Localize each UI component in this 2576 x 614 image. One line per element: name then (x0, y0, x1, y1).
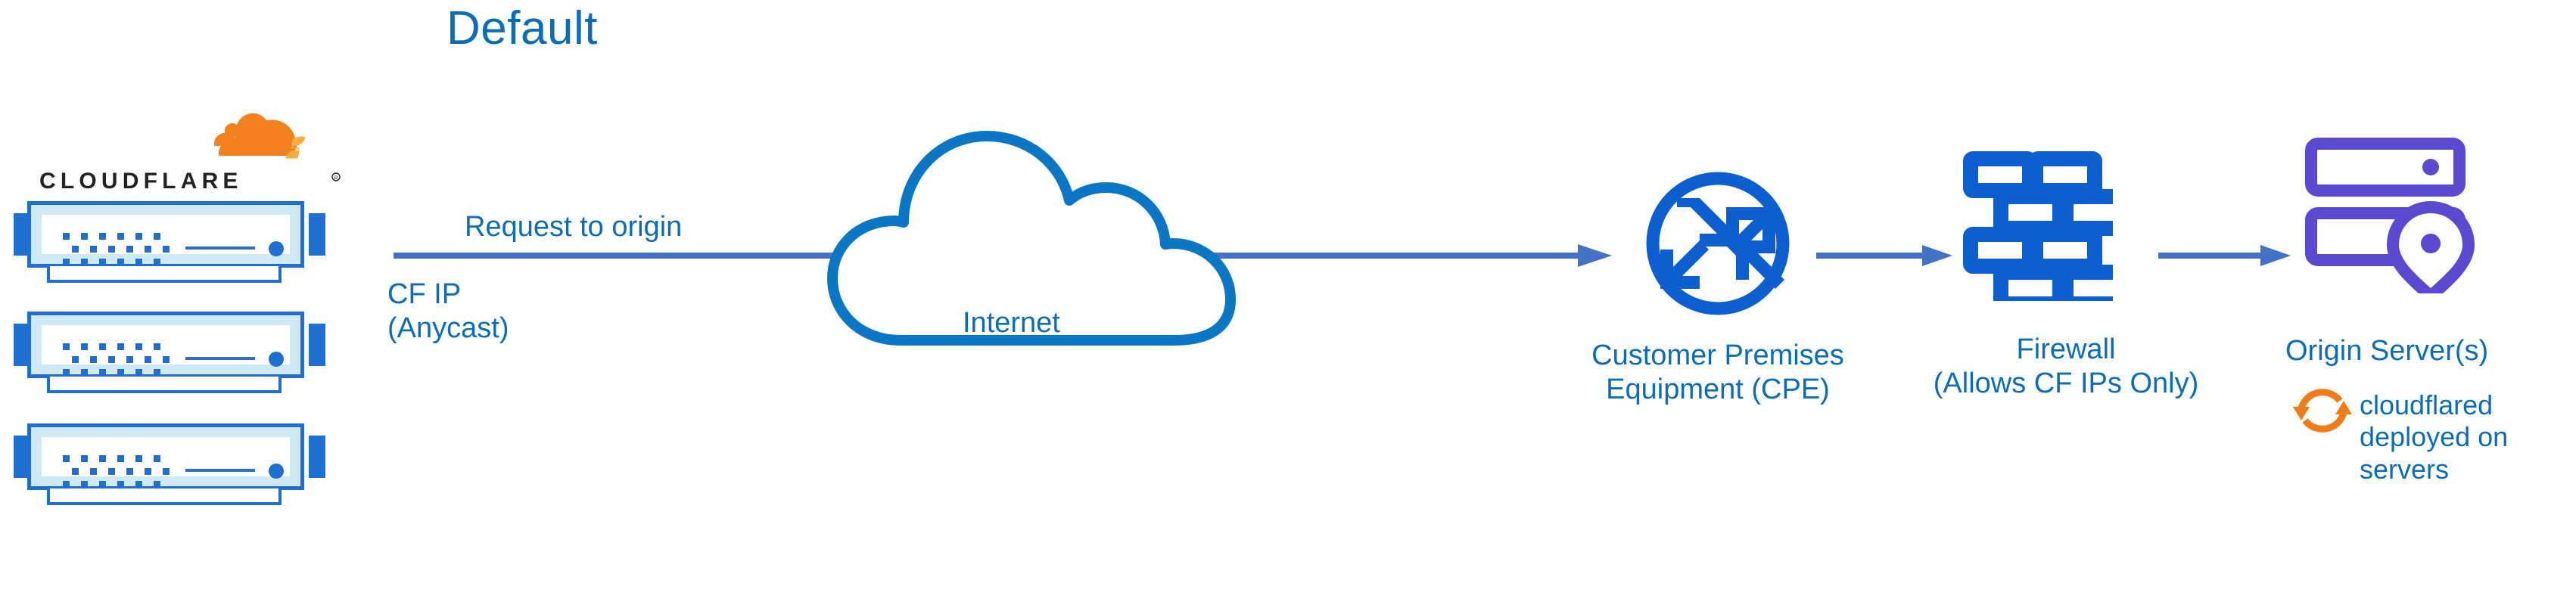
svg-text:R: R (334, 176, 338, 181)
rack-status-line (185, 247, 255, 250)
rack-chassis (27, 201, 304, 268)
rack-mount-tab-right (309, 324, 325, 366)
cpe-label: Customer Premises Equipment (CPE) (1591, 340, 1844, 405)
cloudflare-logo: CLOUDFLARE R (39, 112, 342, 195)
rack-led-indicator (269, 464, 284, 479)
server-location-icon (2305, 138, 2475, 293)
rack-front-panel (42, 325, 290, 376)
rack-shelf (47, 377, 282, 393)
router-icon (1646, 172, 1790, 315)
rack-status-line (185, 357, 255, 360)
internet-cloud-icon (827, 131, 1236, 346)
request-to-origin-label: Request to origin (465, 211, 683, 243)
rack-front-panel (42, 437, 290, 488)
sync-arrows-icon (2293, 389, 2352, 433)
connector-firewall-to-origin (2158, 245, 2291, 266)
rack-mount-tab-left (14, 213, 30, 256)
rack-led-indicator (269, 352, 284, 367)
internet-label: Internet (963, 307, 1060, 339)
connector-cpe-to-firewall (1816, 245, 1952, 266)
rack-chassis (27, 312, 304, 378)
cloudflared-note: cloudflared deployed on servers (2360, 389, 2509, 485)
rack-mount-tab-left (14, 436, 30, 478)
origin-server-label: Origin Server(s) (2285, 335, 2489, 367)
rack-mount-tab-right (309, 213, 325, 256)
rack-chassis (27, 423, 304, 490)
rack-led-indicator (269, 241, 284, 256)
edge-server-rack-2 (11, 312, 328, 396)
rack-shelf (47, 266, 282, 283)
cloudflare-wordmark: CLOUDFLARE R (39, 168, 342, 194)
rack-mount-tab-left (14, 324, 30, 366)
rack-mount-tab-right (309, 436, 325, 478)
cf-ip-anycast-label: CF IP (Anycast) (387, 278, 509, 344)
edge-server-rack-3 (11, 423, 328, 508)
rack-shelf (47, 488, 282, 505)
edge-server-rack-1 (11, 201, 328, 286)
wordmark-text: CLOUDFLARE (39, 169, 243, 194)
rack-status-line (185, 469, 255, 472)
rack-front-panel (42, 215, 290, 265)
cloudflare-cloud-icon (188, 112, 324, 171)
rack-vent-dots (63, 343, 170, 376)
page-title: Default (446, 2, 598, 54)
firewall-label: Firewall (Allows CF IPs Only) (1933, 333, 2199, 399)
rack-vent-dots (63, 455, 170, 488)
brick-wall-icon (1963, 151, 2113, 301)
rack-vent-dots (63, 233, 170, 265)
